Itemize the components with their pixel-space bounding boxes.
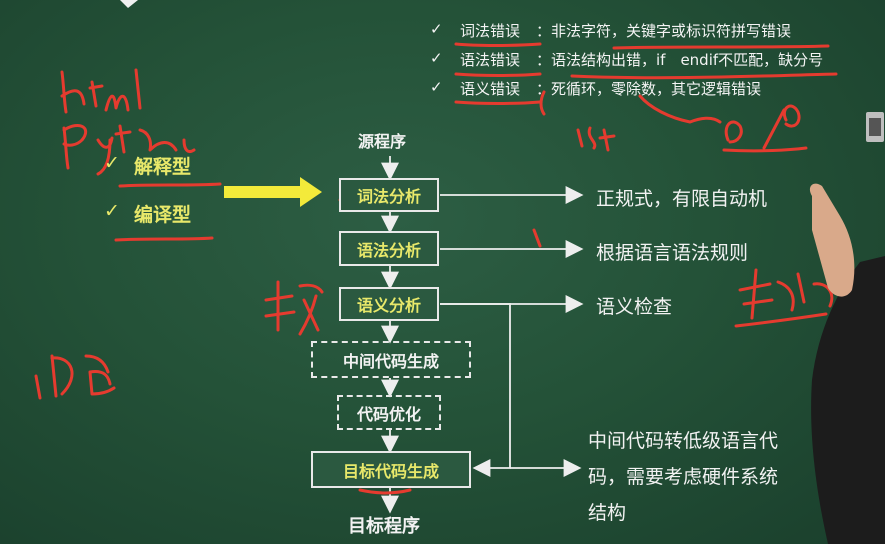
semantic-error-text: ：死循环，零除数，其它逻辑错误: [536, 80, 762, 98]
syntax-analysis-box: 语法分析: [339, 231, 439, 266]
check-mark-icon: ✓: [430, 49, 443, 67]
kinds-to-lexical-arrow: [224, 177, 322, 207]
syntax-error-label: 语法错误: [460, 51, 521, 69]
lexical-description: 正规式，有限自动机: [596, 188, 768, 210]
check-mark-icon: ✓: [104, 152, 120, 174]
corner-mark-icon: [120, 0, 138, 8]
target-code-gen-box: 目标代码生成: [311, 451, 471, 488]
intermediate-code-box: 中间代码生成: [311, 341, 471, 378]
check-mark-icon: ✓: [104, 200, 120, 222]
codegen-description-line1: 中间代码转低级语言代: [588, 430, 779, 452]
interpreted-type-label: 解释型: [134, 156, 192, 178]
target-program-label: 目标程序: [348, 516, 420, 537]
codegen-description-line2: 码，需要考虑硬件系统: [588, 466, 779, 488]
red-annotations: [34, 42, 838, 495]
check-mark-icon: ✓: [430, 20, 443, 38]
semantic-description: 语义检查: [596, 296, 673, 318]
lexical-analysis-box: 词法分析: [339, 178, 439, 212]
lexical-error-label: 词法错误: [460, 22, 521, 40]
code-optimization-box: 代码优化: [337, 395, 441, 430]
syntax-description: 根据语言语法规则: [596, 242, 749, 264]
flow-connectors: [381, 156, 584, 514]
source-program-label: 源程序: [358, 132, 407, 151]
codegen-description-line3: 结构: [588, 502, 627, 524]
presenter-silhouette: [809, 112, 885, 544]
compiled-type-label: 编译型: [134, 204, 192, 226]
check-mark-icon: ✓: [430, 78, 443, 96]
lexical-error-text: ：非法字符，关键字或标识符拼写错误: [536, 22, 792, 40]
semantic-analysis-box: 语义分析: [339, 287, 439, 321]
semantic-error-label: 语义错误: [460, 80, 521, 98]
syntax-error-text: ：语法结构出错，if endif不匹配，缺分号: [536, 51, 824, 69]
